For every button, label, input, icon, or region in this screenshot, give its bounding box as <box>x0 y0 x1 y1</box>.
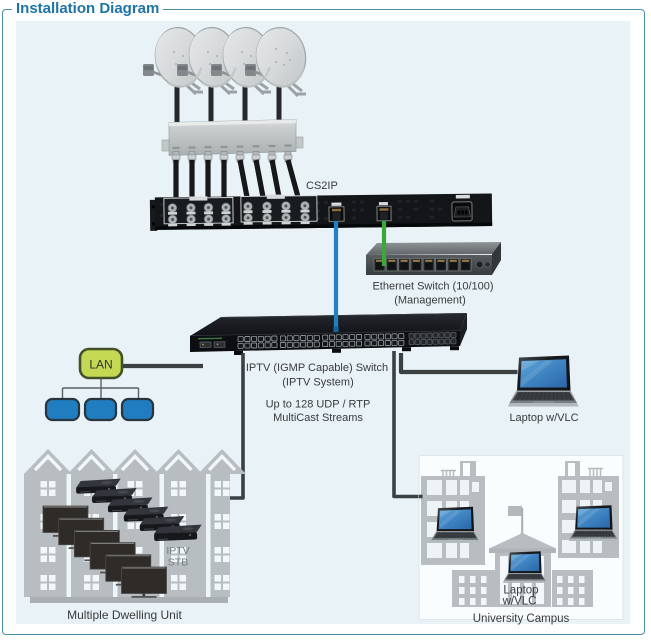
svg-text:Multiple Dwelling Unit: Multiple Dwelling Unit <box>67 608 182 622</box>
svg-text:STB: STB <box>168 557 188 569</box>
svg-text:(Management): (Management) <box>394 295 466 307</box>
svg-text:(IPTV System): (IPTV System) <box>282 377 354 389</box>
svg-text:Laptop: Laptop <box>503 585 538 597</box>
svg-text:LAN: LAN <box>89 358 112 372</box>
svg-text:University Campus: University Campus <box>473 613 570 625</box>
svg-text:Up to 128 UDP / RTP: Up to 128 UDP / RTP <box>266 399 371 411</box>
svg-text:Ethernet Switch (10/100): Ethernet Switch (10/100) <box>372 281 493 293</box>
svg-text:CS2IP: CS2IP <box>306 180 338 192</box>
svg-text:IPTV: IPTV <box>166 545 189 557</box>
svg-text:MultiCast Streams: MultiCast Streams <box>273 412 363 424</box>
svg-text:Laptop w/VLC: Laptop w/VLC <box>509 412 578 424</box>
svg-text:w/VLC: w/VLC <box>502 596 537 608</box>
svg-text:IPTV (IGMP Capable) Switch: IPTV (IGMP Capable) Switch <box>246 362 388 374</box>
